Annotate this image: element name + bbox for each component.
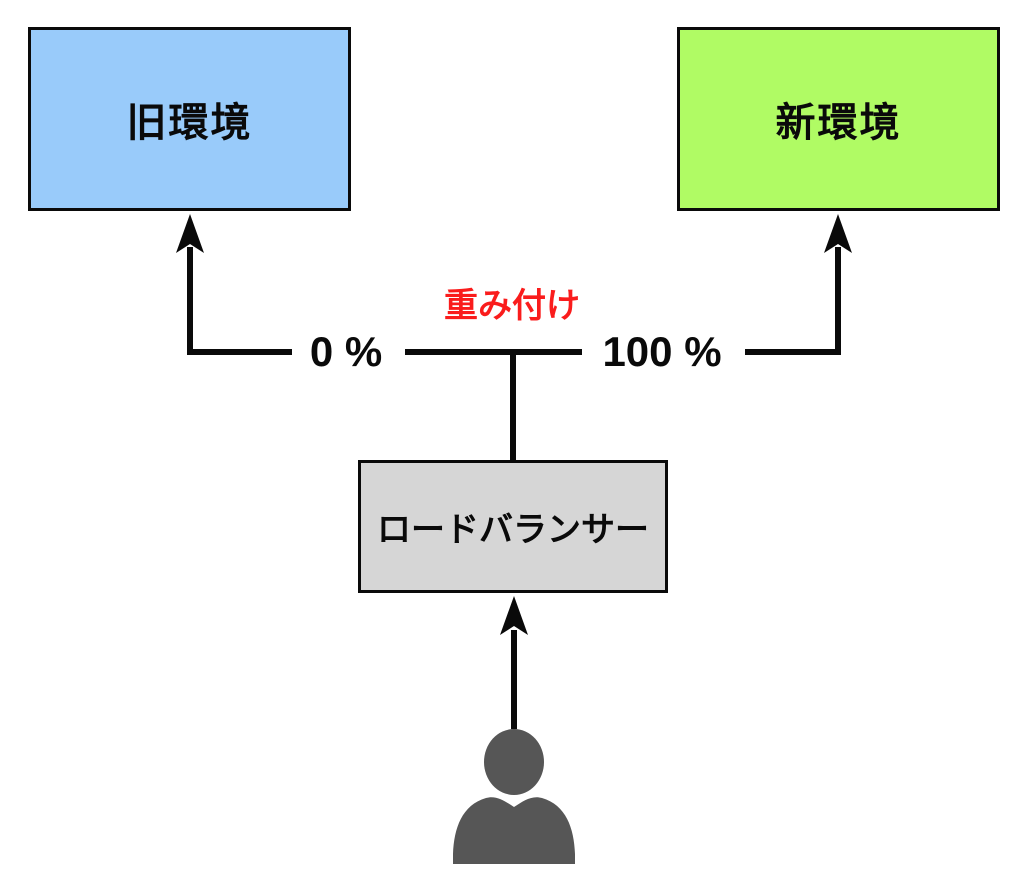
- arrowhead-load-balancer: [500, 596, 528, 635]
- user-to-load-balancer-arrow: [500, 596, 528, 729]
- new-weight-label: 100 %: [602, 328, 722, 375]
- load-balancer-box: ロードバランサー: [358, 460, 668, 593]
- weighting-title: 重み付け: [444, 287, 580, 325]
- user-head: [484, 729, 544, 795]
- old-environment-box: 旧環境: [28, 27, 351, 211]
- new-environment-box: 新環境: [677, 27, 1000, 211]
- user-silhouette-icon: [453, 729, 575, 864]
- new-environment-label: 新環境: [775, 101, 902, 145]
- arrowhead-old-environment: [176, 214, 204, 253]
- user-body: [453, 797, 575, 864]
- old-environment-label: 旧環境: [126, 101, 253, 145]
- arrowhead-new-environment: [824, 214, 852, 253]
- load-balancer-label: ロードバランサー: [377, 511, 649, 549]
- old-weight-label: 0 %: [309, 328, 383, 375]
- arrow-to-new-environment: [745, 214, 852, 355]
- arrow-to-old-environment: [176, 214, 292, 355]
